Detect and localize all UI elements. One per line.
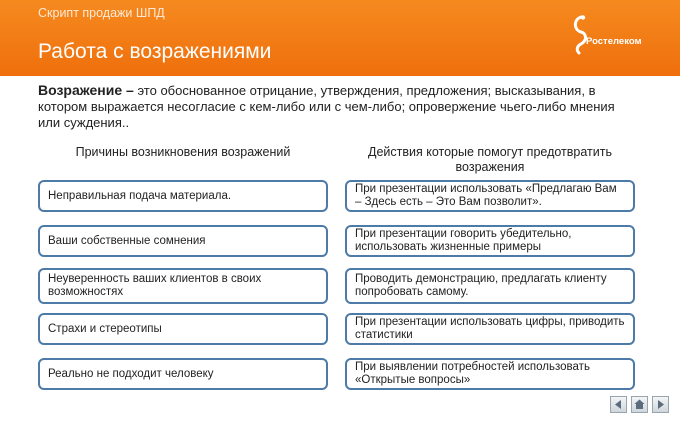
prev-button[interactable] xyxy=(610,396,627,413)
action-box: При презентации использовать цифры, прив… xyxy=(345,313,635,345)
logo-mark-icon xyxy=(573,15,587,55)
reason-box: Ваши собственные сомнения xyxy=(38,225,328,257)
next-icon xyxy=(658,400,664,409)
actions-column-header: Действия которые помогут предотвратить в… xyxy=(367,145,612,174)
reason-box: Неуверенность ваших клиентов в своих воз… xyxy=(38,268,328,304)
page-title: Работа с возражениями xyxy=(38,40,272,63)
action-box: При презентации говорить убедительно, ис… xyxy=(345,225,635,257)
action-box: Проводить демонстрацию, предлагать клиен… xyxy=(345,268,635,304)
reason-box: Реально не подходит человеку xyxy=(38,358,328,390)
reasons-column-header: Причины возникновения возражений xyxy=(75,145,291,159)
reason-box: Неправильная подача материала. xyxy=(38,180,328,212)
action-box: При презентации использовать «Предлагаю … xyxy=(345,180,635,212)
definition-paragraph: Возражение – это обоснованное отрицание,… xyxy=(38,82,638,131)
header-bar: Скрипт продажи ШПД Работа с возражениями… xyxy=(0,0,680,76)
rostelecom-logo: Ростелеком xyxy=(560,14,672,58)
home-icon xyxy=(634,399,645,409)
prev-icon xyxy=(615,400,621,409)
definition-text: это обоснованное отрицание, утверждения,… xyxy=(38,83,615,130)
next-button[interactable] xyxy=(652,396,669,413)
home-button[interactable] xyxy=(631,396,648,413)
action-box: При выявлении потребностей использовать … xyxy=(345,358,635,390)
logo-text: Ростелеком xyxy=(586,36,642,47)
definition-term: Возражение – xyxy=(38,82,134,98)
header-subtitle: Скрипт продажи ШПД xyxy=(38,6,165,20)
reason-box: Страхи и стереотипы xyxy=(38,313,328,345)
